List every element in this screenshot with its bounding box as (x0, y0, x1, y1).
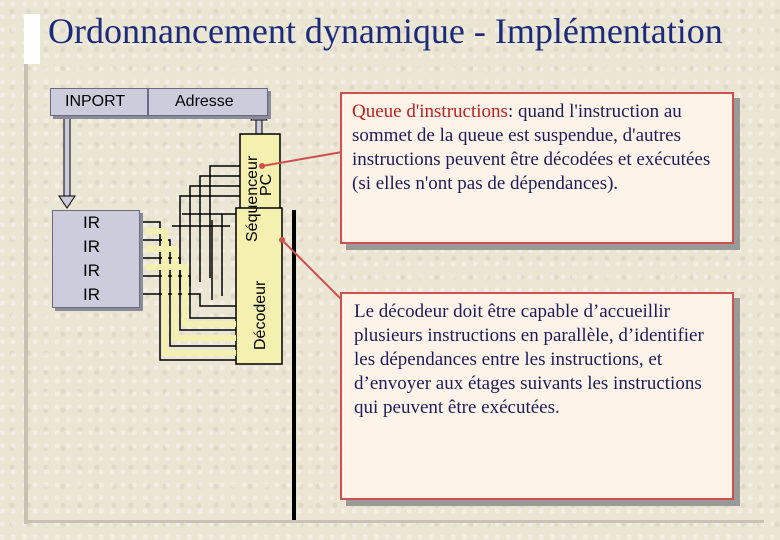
ir-stack: IR IR IR IR (52, 210, 140, 308)
decoder-inner-lines (172, 213, 236, 300)
inport-bus (63, 111, 71, 205)
callout2-connector (281, 239, 343, 301)
callout2-dot (279, 237, 285, 243)
callout1-highlight: Queue d'instructions (352, 101, 508, 122)
ir-register: IR (83, 261, 100, 280)
adresse-label: Adresse (175, 93, 234, 110)
title-accent-bar (24, 14, 40, 64)
decodeur-label: Décodeur (252, 280, 269, 350)
callout1-text: : quand l'instruction au sommet de la qu… (352, 101, 711, 194)
inport-bus-arrow (58, 195, 76, 209)
slide-title: Ordonnancement dynamique - Implémentatio… (48, 11, 723, 51)
decoder-box (235, 207, 283, 365)
inport-box: INPORT (50, 88, 148, 116)
pc-label: PC (258, 173, 275, 196)
slide-frame-left (24, 64, 28, 524)
inport-label: INPORT (65, 93, 126, 110)
ir-register: IR (83, 285, 100, 304)
slide-frame-bottom (24, 520, 764, 523)
sequencer-stack (179, 165, 252, 290)
callout1-dot (259, 163, 265, 169)
callout-decoder: Le décodeur doit être capable d’accueill… (340, 292, 734, 500)
callout2-text: Le décodeur doit être capable d’accueill… (354, 301, 704, 418)
callout-instruction-queue: Queue d'instructions: quand l'instructio… (340, 92, 734, 244)
main-bus-line (292, 210, 296, 520)
adresse-box: Adresse (148, 88, 268, 116)
callout1-connector (261, 151, 343, 167)
ir-register: IR (83, 213, 100, 232)
sequenceur-label: Séquenceur (244, 155, 261, 242)
ir-to-decoder-wires-fill (146, 228, 236, 356)
ir-register: IR (83, 237, 100, 256)
